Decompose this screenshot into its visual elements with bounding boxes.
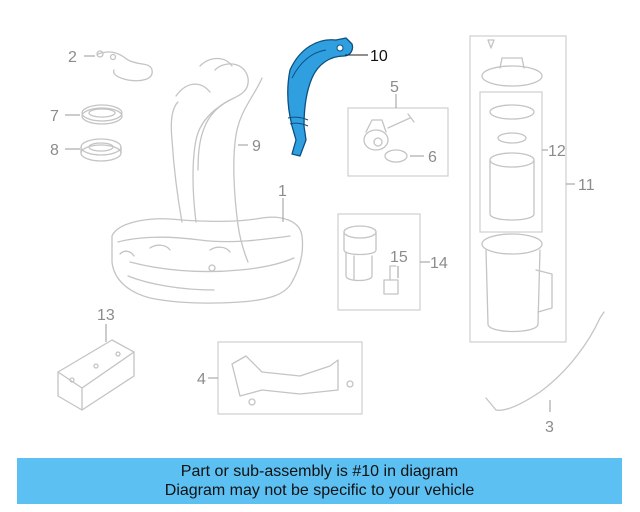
parts-diagram: 2 7 8 9 1 10 (50, 35, 605, 436)
callout-13: 13 (97, 307, 115, 324)
part-3-strap (485, 311, 605, 411)
part-2-cable (96, 50, 153, 82)
info-banner: Part or sub-assembly is #10 in diagram D… (17, 458, 622, 504)
group-box-5-6 (347, 107, 449, 177)
group-box-4 (217, 341, 363, 415)
part-15-sensor (383, 265, 399, 295)
part-9-vent-line (233, 77, 263, 263)
part-1-fuel-tank (111, 57, 304, 304)
callout-2: 2 (68, 49, 77, 66)
callout-15: 15 (390, 249, 408, 266)
part-5-valve (363, 113, 415, 151)
banner-line-2: Diagram may not be specific to your vehi… (164, 482, 475, 499)
part-4-heat-shield (231, 355, 354, 406)
group-box-12 (479, 91, 543, 233)
callout-3: 3 (545, 419, 554, 436)
part-14-sending-unit (343, 225, 377, 282)
part-13-bracket (57, 339, 135, 411)
part-6-o-ring (384, 149, 408, 163)
callout-8: 8 (50, 142, 59, 159)
callout-9: 9 (252, 138, 261, 155)
callout-6: 6 (428, 149, 437, 166)
group-box-11 (469, 35, 567, 343)
callout-10: 10 (370, 48, 388, 65)
callout-14: 14 (430, 255, 448, 272)
callout-7: 7 (50, 108, 59, 125)
callout-5: 5 (390, 79, 399, 96)
callout-1: 1 (278, 183, 287, 200)
callout-4: 4 (197, 371, 206, 388)
part-8-seal (80, 138, 122, 162)
banner-line-1: Part or sub-assembly is #10 in diagram (180, 463, 459, 480)
part-11-fuel-pump-module (481, 39, 553, 333)
part-7-lock-ring (81, 104, 123, 125)
part-10-filler-pipe-highlighted (287, 37, 354, 157)
callout-12: 12 (548, 143, 566, 160)
callout-11: 11 (578, 177, 595, 194)
